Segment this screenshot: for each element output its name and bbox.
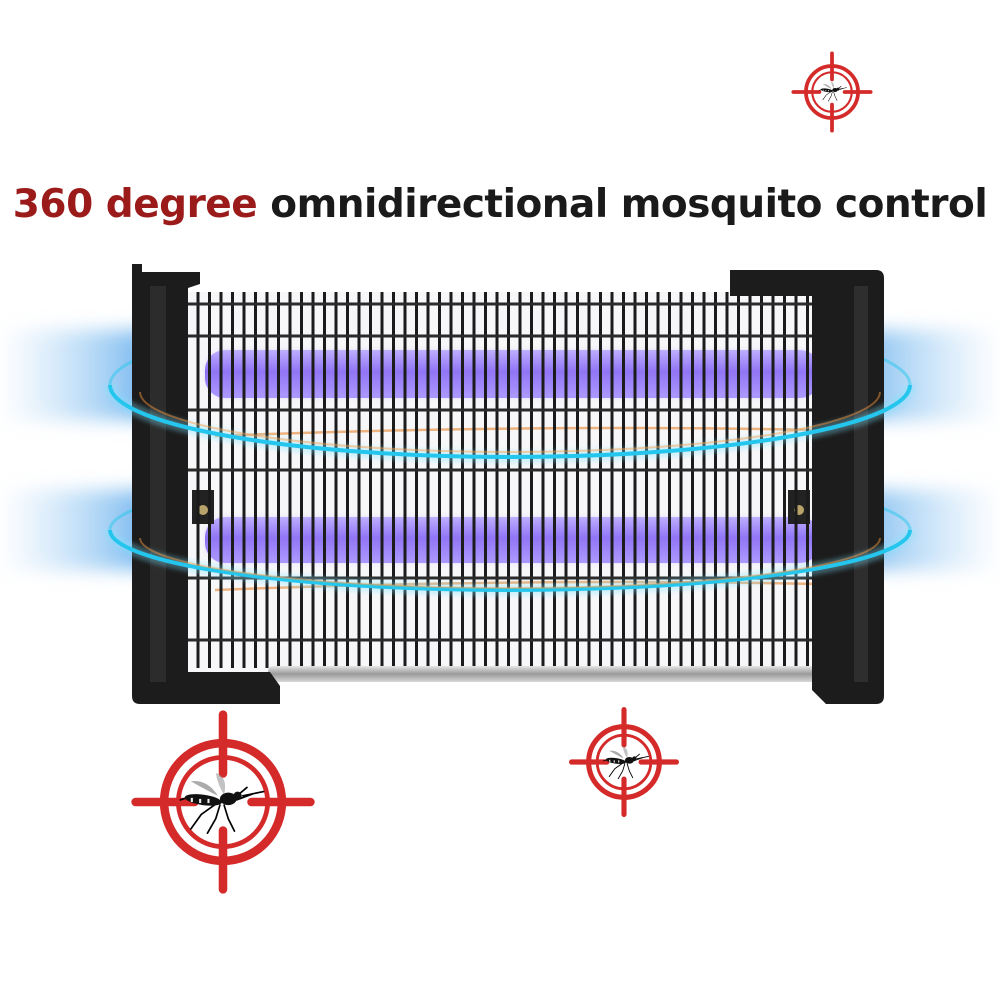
- left-end-cap: [132, 264, 280, 704]
- mosquito-target-icon: [136, 715, 311, 890]
- energy-ring-front: [104, 384, 916, 596]
- headline: 360 degree omnidirectional mosquito cont…: [0, 182, 1000, 227]
- right-end-cap: [730, 270, 884, 704]
- bottom-rod: [268, 666, 830, 682]
- left-glow: [0, 330, 150, 570]
- mosquito-target-icon: [791, 51, 873, 133]
- headline-rest: omnidirectional mosquito control: [257, 182, 988, 227]
- headline-accent: 360 degree: [12, 182, 258, 227]
- mosquito-target-icon: [572, 710, 677, 815]
- grid-bars: [196, 292, 821, 668]
- device: [132, 264, 884, 704]
